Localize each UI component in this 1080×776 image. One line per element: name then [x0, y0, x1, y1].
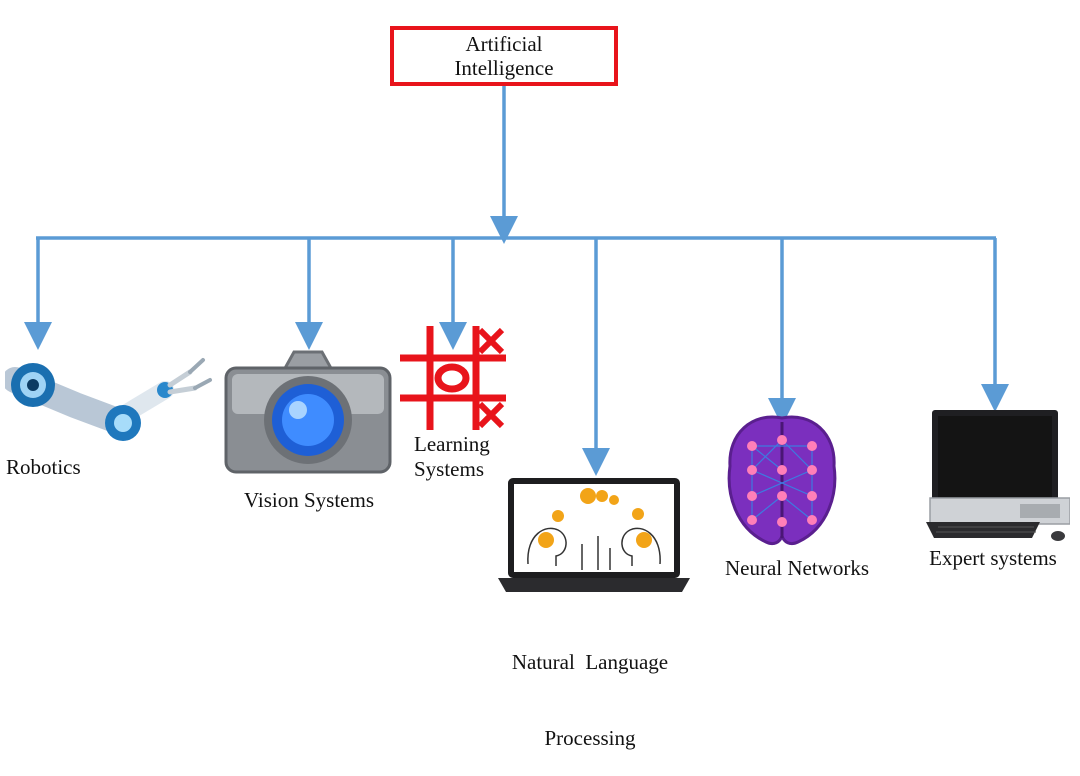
laptop-nlp-icon — [498, 478, 690, 592]
branch-label-learning: Learning Systems — [414, 432, 490, 482]
branch-label-expert: Expert systems — [929, 546, 1057, 570]
root-label-line1: Artificial — [465, 31, 543, 56]
branch-label-robotics: Robotics — [6, 455, 81, 479]
brain-network-icon — [727, 415, 837, 546]
tic-tac-toe-icon — [400, 326, 506, 430]
desktop-computer-icon — [926, 410, 1070, 541]
branch-label-vision: Vision Systems — [243, 488, 374, 512]
connector-lines — [24, 86, 1009, 476]
root-label-line2: Intelligence — [454, 56, 554, 80]
branch-label-nlp: Natural Language Processing — [511, 650, 669, 750]
robotic-arm-icon — [5, 358, 212, 441]
branch-label-neural: Neural Networks — [724, 556, 870, 580]
root-node-artificial-intelligence: Artificial Intelligence — [390, 26, 618, 86]
camera-icon — [224, 350, 392, 474]
